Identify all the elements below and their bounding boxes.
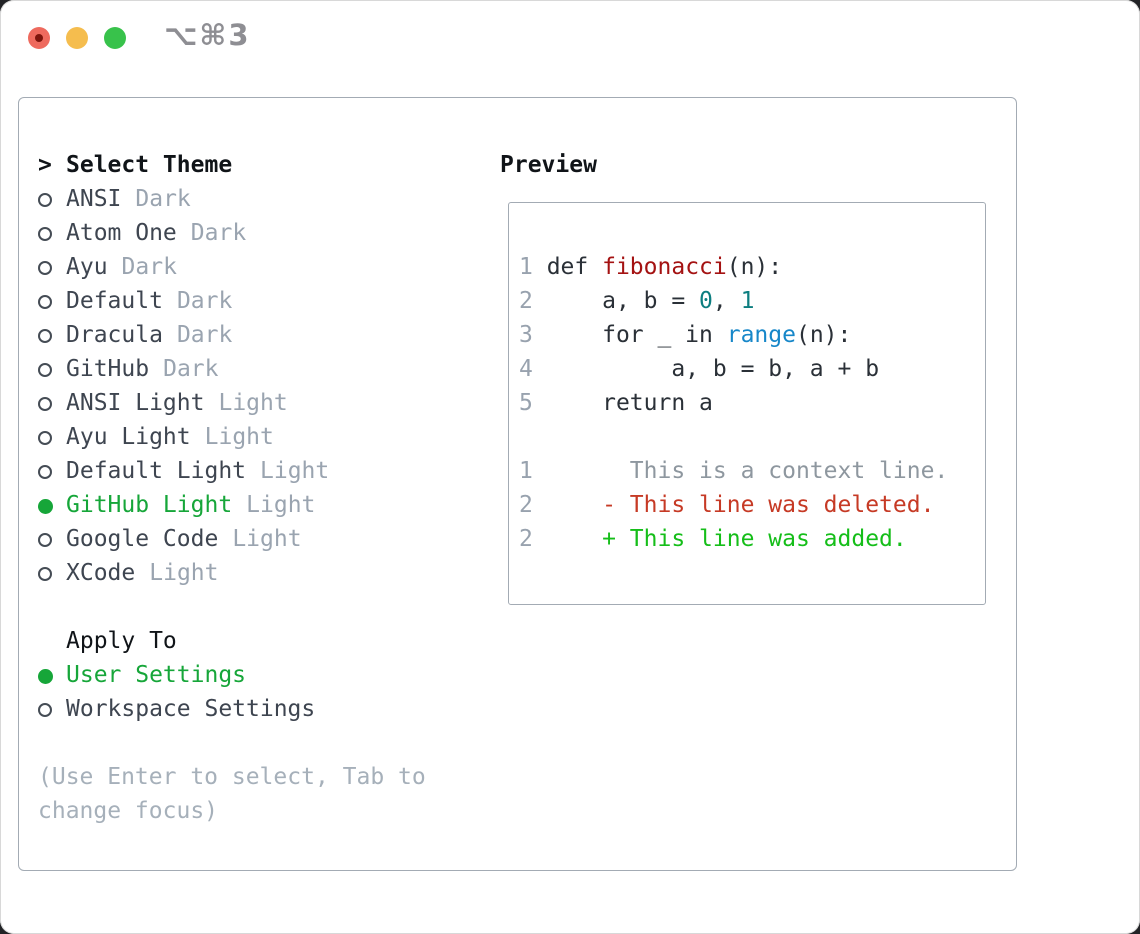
line-number: 5 [519,390,533,416]
line-number: 2 [519,288,533,314]
line-number: 1 [519,254,533,280]
theme-tag: Light [232,526,302,552]
radio-icon [38,465,52,479]
theme-name: GitHub [66,356,150,382]
minimize-button[interactable] [66,27,88,49]
select-theme-header: > Select Theme [38,148,426,182]
line-number: 2 [519,526,533,552]
zoom-button[interactable] [104,27,126,49]
radio-icon [38,397,52,411]
theme-name: ANSI Light [66,390,205,416]
radio-icon [38,363,52,377]
theme-name: XCode [66,560,136,586]
theme-tag: Dark [121,254,177,280]
code-line-1: 1 def fibonacci(n): [519,254,783,280]
apply-option-label: Workspace Settings [66,696,316,722]
theme-option-github-light[interactable]: GitHub Light Light [38,488,426,522]
function-name: fibonacci [602,254,727,280]
theme-option-ayu-dark[interactable]: Ayu Dark [38,250,426,284]
theme-tag: Dark [163,356,219,382]
code-line-2: 2 a, b = 0, 1 [519,288,755,314]
prompt-icon: > [38,152,52,178]
theme-option-ansi-dark[interactable]: ANSI Dark [38,182,426,216]
radio-icon [38,227,52,241]
theme-name: Ayu Light [66,424,191,450]
blank-line [519,420,977,454]
theme-option-google-code[interactable]: Google Code Light [38,522,426,556]
theme-name: Default Light [66,458,247,484]
theme-name: Atom One [66,220,177,246]
theme-tag: Light [149,560,219,586]
theme-option-ayu-light[interactable]: Ayu Light Light [38,420,426,454]
code-line-3: 3 for _ in range(n): [519,322,852,348]
theme-name: Dracula [66,322,163,348]
number-literal: 0 [699,288,713,314]
theme-tag: Dark [190,220,247,246]
radio-icon [38,193,52,207]
radio-icon [38,295,52,309]
keyboard-hint-line1: (Use Enter to select, Tab to [38,764,426,790]
theme-tag: Dark [176,288,233,314]
apply-option-workspace-settings[interactable]: Workspace Settings [38,692,426,726]
radio-icon [38,567,52,581]
radio-icon [38,703,52,717]
theme-name: ANSI [66,186,122,212]
diff-deleted-line: 2 - This line was deleted. [519,492,935,518]
theme-tag: Dark [135,186,191,212]
radio-icon [38,431,52,445]
preview-title: Preview [500,152,597,178]
number-literal: 1 [740,288,755,314]
radio-icon [38,533,52,547]
apply-option-label: User Settings [66,662,247,688]
theme-option-xcode[interactable]: XCode Light [38,556,426,590]
radio-icon [38,261,52,275]
diff-added-line: 2 + This line was added. [519,526,907,552]
select-theme-title: Select Theme [66,152,233,178]
apply-option-user-settings[interactable]: User Settings [38,658,426,692]
theme-name: Ayu [66,254,108,280]
theme-name: Default [66,288,163,314]
theme-tag: Light [218,390,288,416]
theme-option-atom-one-dark[interactable]: Atom One Dark [38,216,426,250]
line-number: 3 [519,322,533,348]
close-button[interactable] [28,27,50,49]
radio-selected-icon [38,669,53,684]
radio-selected-icon [38,499,53,514]
radio-icon [38,329,52,343]
theme-tag: Dark [176,322,233,348]
line-number: 1 [519,458,533,484]
apply-to-header: Apply To [38,624,426,658]
keyboard-hint-line2: change focus) [38,798,219,824]
theme-option-ansi-light[interactable]: ANSI Light Light [38,386,426,420]
theme-tag: Light [204,424,274,450]
builtin-name: range [726,322,796,348]
theme-name: Google Code [66,526,219,552]
theme-tag: Light [246,492,316,518]
close-dot-icon [35,34,43,42]
apply-to-title: Apply To [66,628,177,654]
theme-name: GitHub Light [66,492,233,518]
theme-option-github-dark[interactable]: GitHub Dark [38,352,426,386]
code-line-5: 5 return a [519,390,713,416]
theme-option-dracula-dark[interactable]: Dracula Dark [38,318,426,352]
line-number: 2 [519,492,533,518]
window-title-shortcut: ⌥⌘3 [164,18,251,52]
theme-tag: Light [260,458,330,484]
theme-option-default-dark[interactable]: Default Dark [38,284,426,318]
line-number: 4 [519,356,533,382]
preview-box: 1 def fibonacci(n): 2 a, b = 0, 1 3 for … [508,202,986,605]
code-preview: 1 def fibonacci(n): 2 a, b = 0, 1 3 for … [509,203,985,556]
diff-context-line: 1 This is a context line. [519,458,949,484]
theme-option-default-light[interactable]: Default Light Light [38,454,426,488]
code-line-4: 4 a, b = b, a + b [519,356,880,382]
